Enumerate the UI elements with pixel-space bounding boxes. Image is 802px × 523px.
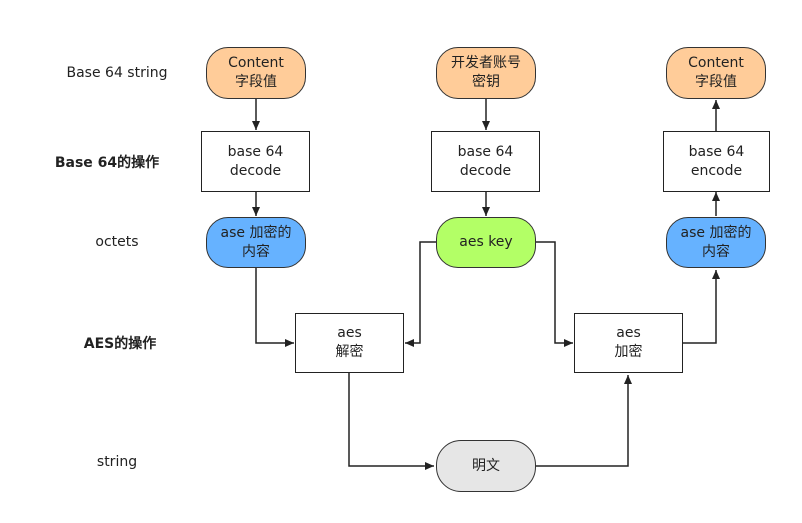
row-label-aes-ops: AES的操作: [83, 336, 157, 352]
node-encode-right: base 64 encode: [663, 131, 770, 192]
node-line: 加密: [614, 344, 643, 360]
node-line: base 64: [688, 143, 745, 160]
node-plaintext: 明文: [436, 440, 536, 492]
row-label-base64-string: Base 64 string: [66, 65, 168, 81]
node-line: Content: [688, 55, 744, 71]
node-line: 开发者账号: [451, 55, 521, 71]
node-line: 解密: [335, 344, 364, 360]
edge-plaintext-to-encrypt: [536, 375, 632, 467]
node-aes-encrypt: aes 加密: [574, 313, 683, 373]
node-line: ase 加密的: [220, 224, 292, 241]
node-line: 内容: [242, 243, 270, 260]
edge-aeskey-to-encrypt: [536, 241, 573, 347]
node-line: encode: [690, 162, 743, 179]
edge-encrypt-to-cipher: [683, 270, 720, 344]
node-line: base 64: [227, 143, 284, 160]
edge-decrypt-to-plaintext: [348, 373, 434, 470]
node-content-right: Content 字段值: [666, 47, 766, 99]
edge-aeskey-to-decrypt: [405, 241, 436, 347]
row-label-octets: octets: [95, 234, 139, 250]
node-content-left: Content 字段值: [206, 47, 306, 99]
node-line: 字段值: [695, 74, 737, 90]
node-line: 密钥: [472, 74, 500, 90]
edge-cipher-to-decrypt: [255, 268, 294, 347]
node-decode-left: base 64 decode: [201, 131, 310, 192]
node-line: decode: [229, 162, 282, 179]
node-line: Content: [228, 55, 284, 71]
node-line: 内容: [702, 243, 730, 260]
node-line: base 64: [457, 143, 514, 160]
node-dev-key: 开发者账号 密钥: [436, 47, 536, 99]
node-line: decode: [459, 162, 512, 179]
node-line: 明文: [472, 457, 500, 474]
node-line: aes key: [459, 234, 513, 250]
node-line: ase 加密的: [680, 224, 752, 241]
node-decode-mid: base 64 decode: [431, 131, 540, 192]
node-cipher-right: ase 加密的 内容: [666, 217, 766, 268]
node-aes-key: aes key: [436, 217, 536, 268]
node-cipher-left: ase 加密的 内容: [206, 217, 306, 268]
node-aes-decrypt: aes 解密: [295, 313, 404, 373]
node-line: aes: [616, 325, 641, 341]
node-line: 字段值: [235, 74, 277, 90]
row-label-base64-ops: Base 64的操作: [54, 155, 160, 171]
row-label-string: string: [96, 454, 138, 470]
node-line: aes: [337, 325, 362, 341]
